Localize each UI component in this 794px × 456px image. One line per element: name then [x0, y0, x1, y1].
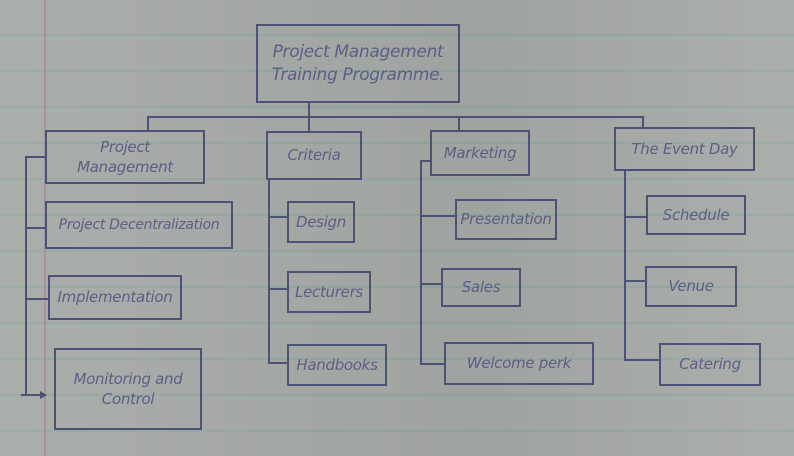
child-lecturers: Lecturers	[287, 271, 371, 313]
child-handbooks: Handbooks	[287, 344, 387, 386]
branch-label: The Event Day	[631, 139, 738, 158]
child-label: Monitoring and Control	[73, 369, 183, 408]
branch-0-spine	[25, 156, 27, 396]
child-schedule: Schedule	[646, 195, 746, 235]
child-presentation: Presentation	[455, 199, 557, 240]
connector-to-branch-0	[147, 116, 149, 131]
root-connector-down	[308, 102, 310, 118]
branch-1-spine	[268, 179, 270, 363]
child-sales: Sales	[441, 268, 521, 307]
connector-to-branch-3	[642, 116, 644, 129]
child-label: Presentation	[460, 210, 552, 229]
child-venue: Venue	[645, 266, 737, 307]
child-label: Sales	[461, 278, 501, 297]
branch-marketing: Marketing	[430, 130, 530, 176]
child-design: Design	[287, 201, 355, 243]
branch-0-tick-2	[21, 394, 41, 396]
branch-1-tick-2	[268, 362, 287, 364]
branch-3-tick-0	[624, 216, 646, 218]
root-node: Project Management Training Programme.	[256, 24, 460, 103]
child-label: Lecturers	[295, 282, 363, 301]
branch-label: Project Management	[77, 137, 173, 176]
child-label: Project Decentralization	[58, 216, 220, 233]
branch-1-tick-0	[268, 216, 287, 218]
child-label: Venue	[668, 277, 714, 296]
child-label: Catering	[679, 355, 741, 374]
branch-3-tick-2	[624, 359, 659, 361]
connector-to-branch-1	[308, 116, 310, 132]
child-label: Design	[296, 212, 346, 231]
child-catering: Catering	[659, 343, 761, 386]
top-level-connector	[147, 116, 644, 118]
branch-3-tick-1	[624, 280, 645, 282]
child-label: Schedule	[662, 205, 730, 224]
child-label: Handbooks	[296, 355, 378, 374]
branch-0-tick-0	[25, 227, 45, 229]
branch-criteria: Criteria	[266, 131, 362, 180]
branch-0-tick-self	[25, 156, 45, 158]
child-welcome-perk: Welcome perk	[444, 342, 594, 385]
branch-0-tick-1	[25, 298, 48, 300]
child-implementation: Implementation	[48, 275, 182, 320]
arrow-icon	[40, 391, 47, 399]
branch-label: Criteria	[287, 146, 341, 165]
branch-2-tick-1	[420, 283, 441, 285]
child-label: Implementation	[57, 288, 173, 307]
root-node-label: Project Management Training Programme.	[271, 41, 445, 85]
branch-project-management: Project Management	[45, 130, 205, 184]
branch-2-spine	[420, 160, 422, 364]
branch-1-tick-1	[268, 288, 287, 290]
branch-2-tick-self	[420, 160, 430, 162]
child-monitoring-and-control: Monitoring and Control	[54, 348, 202, 430]
child-label: Welcome perk	[466, 354, 572, 373]
branch-2-tick-2	[420, 363, 444, 365]
branch-3-spine	[624, 170, 626, 360]
child-project-decentralization: Project Decentralization	[45, 201, 233, 249]
branch-label: Marketing	[443, 143, 517, 162]
branch-2-tick-0	[420, 215, 455, 217]
connector-to-branch-2	[458, 116, 460, 132]
branch-the-event-day: The Event Day	[614, 127, 755, 171]
